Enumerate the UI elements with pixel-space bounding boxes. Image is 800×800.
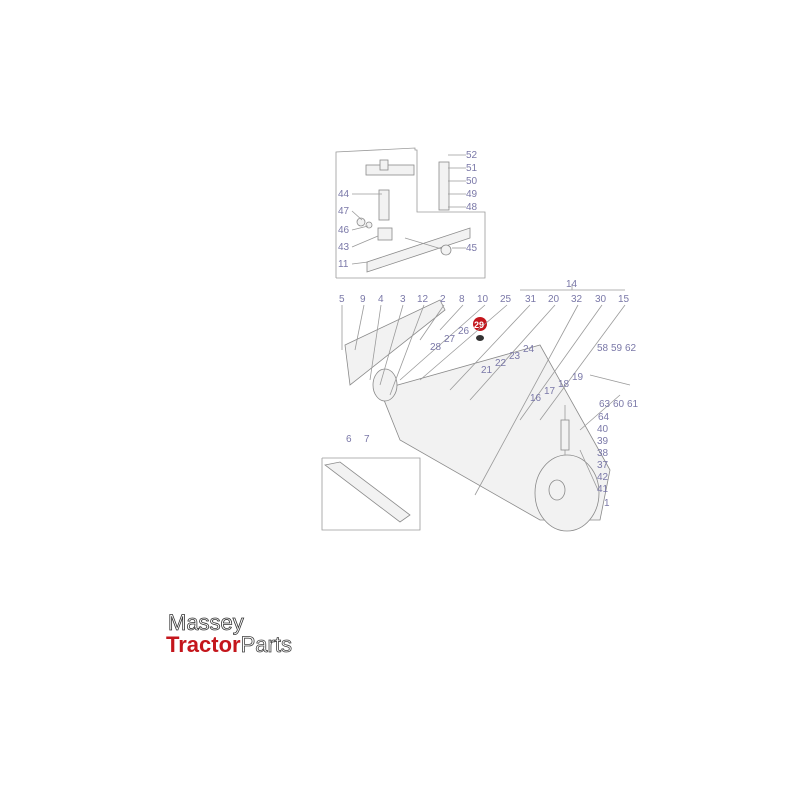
label-3[interactable]: 3 (400, 294, 406, 305)
label-50[interactable]: 50 (466, 176, 478, 187)
label-25[interactable]: 25 (500, 294, 512, 305)
label-5[interactable]: 5 (339, 294, 345, 305)
inset-labels: 52 51 50 49 48 44 47 46 43 45 11 (338, 150, 478, 270)
blade-part (324, 461, 411, 523)
label-40[interactable]: 40 (597, 424, 609, 435)
label-30[interactable]: 30 (595, 294, 607, 305)
label-17[interactable]: 17 (544, 386, 556, 397)
label-2[interactable]: 2 (440, 294, 446, 305)
label-1[interactable]: 1 (604, 498, 610, 509)
label-37[interactable]: 37 (597, 460, 609, 471)
massey-tractor-parts-logo: Massey TractorParts (166, 610, 292, 658)
label-15[interactable]: 15 (618, 294, 630, 305)
label-58[interactable]: 58 (597, 343, 609, 354)
label-7[interactable]: 7 (364, 434, 370, 445)
label-6[interactable]: 6 (346, 434, 352, 445)
label-22[interactable]: 22 (495, 358, 507, 369)
label-32[interactable]: 32 (571, 294, 583, 305)
label-26[interactable]: 26 (458, 326, 470, 337)
plate-part (366, 227, 471, 273)
label-41[interactable]: 41 (597, 484, 609, 495)
label-21[interactable]: 21 (481, 365, 493, 376)
label-44[interactable]: 44 (338, 189, 350, 200)
label-31[interactable]: 31 (525, 294, 537, 305)
spring-part-main (560, 419, 570, 451)
label-24[interactable]: 24 (523, 344, 535, 355)
label-46[interactable]: 46 (338, 225, 350, 236)
label-64[interactable]: 64 (598, 412, 610, 423)
label-10[interactable]: 10 (477, 294, 489, 305)
label-51[interactable]: 51 (466, 163, 478, 174)
label-52[interactable]: 52 (466, 150, 478, 161)
logo-parts: Parts (241, 632, 292, 657)
mounting-plate-part (344, 299, 446, 386)
logo-line1: Massey (168, 610, 244, 635)
label-47[interactable]: 47 (338, 206, 350, 217)
label-11[interactable]: 11 (338, 259, 349, 270)
label-38[interactable]: 38 (597, 448, 609, 459)
label-59[interactable]: 59 (611, 343, 623, 354)
label-39[interactable]: 39 (597, 436, 609, 447)
label-60[interactable]: 60 (613, 399, 625, 410)
label-14[interactable]: 14 (566, 279, 578, 290)
label-29[interactable]: 29 (474, 320, 484, 330)
label-49[interactable]: 49 (466, 189, 478, 200)
label-18[interactable]: 18 (558, 379, 570, 390)
logo-tractor: Tractor (166, 632, 241, 657)
label-8[interactable]: 8 (459, 294, 465, 305)
inset-diagram (335, 147, 486, 279)
label-9[interactable]: 9 (360, 294, 366, 305)
label-42[interactable]: 42 (597, 472, 609, 483)
main-labels: 14 5 9 4 3 12 2 8 10 25 31 20 32 30 15 2… (339, 279, 639, 509)
bracket-part (365, 164, 415, 176)
spring-stack-part (438, 161, 450, 211)
label-28[interactable]: 28 (430, 342, 442, 353)
label-63[interactable]: 63 (599, 399, 611, 410)
label-48[interactable]: 48 (466, 202, 478, 213)
label-16[interactable]: 16 (530, 393, 542, 404)
label-45[interactable]: 45 (466, 243, 478, 254)
roller-end-part (534, 454, 600, 532)
spring-part (378, 189, 390, 221)
label-4[interactable]: 4 (378, 294, 384, 305)
label-61[interactable]: 61 (627, 399, 639, 410)
label-27[interactable]: 27 (444, 334, 456, 345)
label-62[interactable]: 62 (625, 343, 637, 354)
label-19[interactable]: 19 (572, 372, 584, 383)
label-20[interactable]: 20 (548, 294, 560, 305)
label-12[interactable]: 12 (417, 294, 429, 305)
main-assembly (321, 284, 631, 532)
highlight-marker[interactable] (473, 317, 487, 331)
label-43[interactable]: 43 (338, 242, 350, 253)
logo-line2: TractorParts (166, 632, 292, 657)
label-23[interactable]: 23 (509, 351, 521, 362)
part-29[interactable] (476, 335, 484, 341)
